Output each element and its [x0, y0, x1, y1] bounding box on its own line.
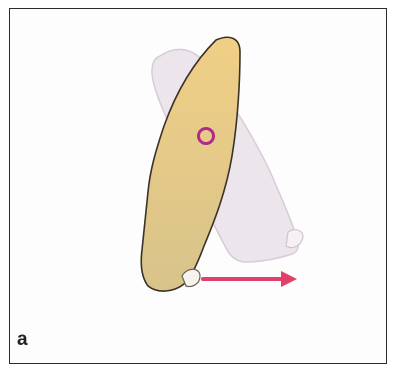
root-tip: [182, 269, 200, 286]
motion-arrow-head: [281, 271, 297, 287]
panel-label: a: [17, 330, 28, 349]
ghost-root-tip: [286, 230, 303, 248]
